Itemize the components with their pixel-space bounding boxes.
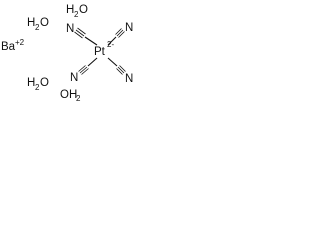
cyanide-bonds — [74, 27, 126, 75]
bond-pt-c-ul — [84, 36, 98, 46]
water-4-oh: OH — [60, 89, 77, 101]
platinum-center: Pt 2- — [94, 40, 114, 58]
triple-bond-lr-2 — [119, 65, 126, 72]
triple-bond-lr-3 — [116, 68, 123, 75]
triple-bond-lr-1 — [117, 66, 125, 74]
water-1: H 2 O — [66, 4, 88, 19]
triple-bond-ur-3 — [118, 31, 125, 38]
water-1-o: O — [79, 4, 88, 16]
triple-bond-ll-3 — [81, 68, 89, 75]
barium-symbol: Ba — [1, 41, 16, 53]
water-2-h: H — [27, 17, 35, 29]
nitrogen-lr: N — [125, 73, 133, 85]
water-2-count: 2 — [35, 23, 40, 32]
triple-bond-ll-1 — [79, 66, 88, 74]
water-1-h: H — [66, 4, 74, 16]
bond-pt-c-lr — [107, 57, 118, 67]
water-2-o: O — [40, 17, 49, 29]
triple-bond-ur-2 — [115, 28, 122, 35]
water-3-count: 2 — [35, 83, 40, 92]
water-3-h: H — [27, 77, 35, 89]
platinum-charge: 2- — [107, 40, 114, 49]
nitrogen-ll: N — [70, 72, 78, 84]
structure-diagram: Ba +2 H 2 O H 2 O H 2 O OH 2 Pt 2- — [1, 4, 133, 103]
triple-bond-ul-1 — [75, 29, 85, 37]
bond-pt-c-ur — [107, 36, 117, 46]
water-4: OH 2 — [60, 89, 81, 103]
water-3: H 2 O — [27, 77, 49, 92]
water-1-count: 2 — [74, 10, 79, 19]
triple-bond-ul-3 — [74, 31, 83, 39]
nitrogen-atoms: N N N N — [66, 22, 133, 85]
barium-cation: Ba +2 — [1, 38, 25, 53]
water-4-count: 2 — [76, 94, 81, 103]
triple-bond-ll-2 — [78, 65, 86, 72]
barium-charge: +2 — [15, 38, 25, 47]
bond-pt-c-ll — [87, 57, 98, 67]
water-2: H 2 O — [27, 17, 49, 32]
water-3-o: O — [40, 77, 49, 89]
platinum-symbol: Pt — [94, 46, 106, 58]
nitrogen-ul: N — [66, 23, 74, 35]
nitrogen-ur: N — [125, 22, 133, 34]
triple-bond-ul-2 — [77, 27, 86, 35]
triple-bond-ur-1 — [116, 29, 124, 37]
